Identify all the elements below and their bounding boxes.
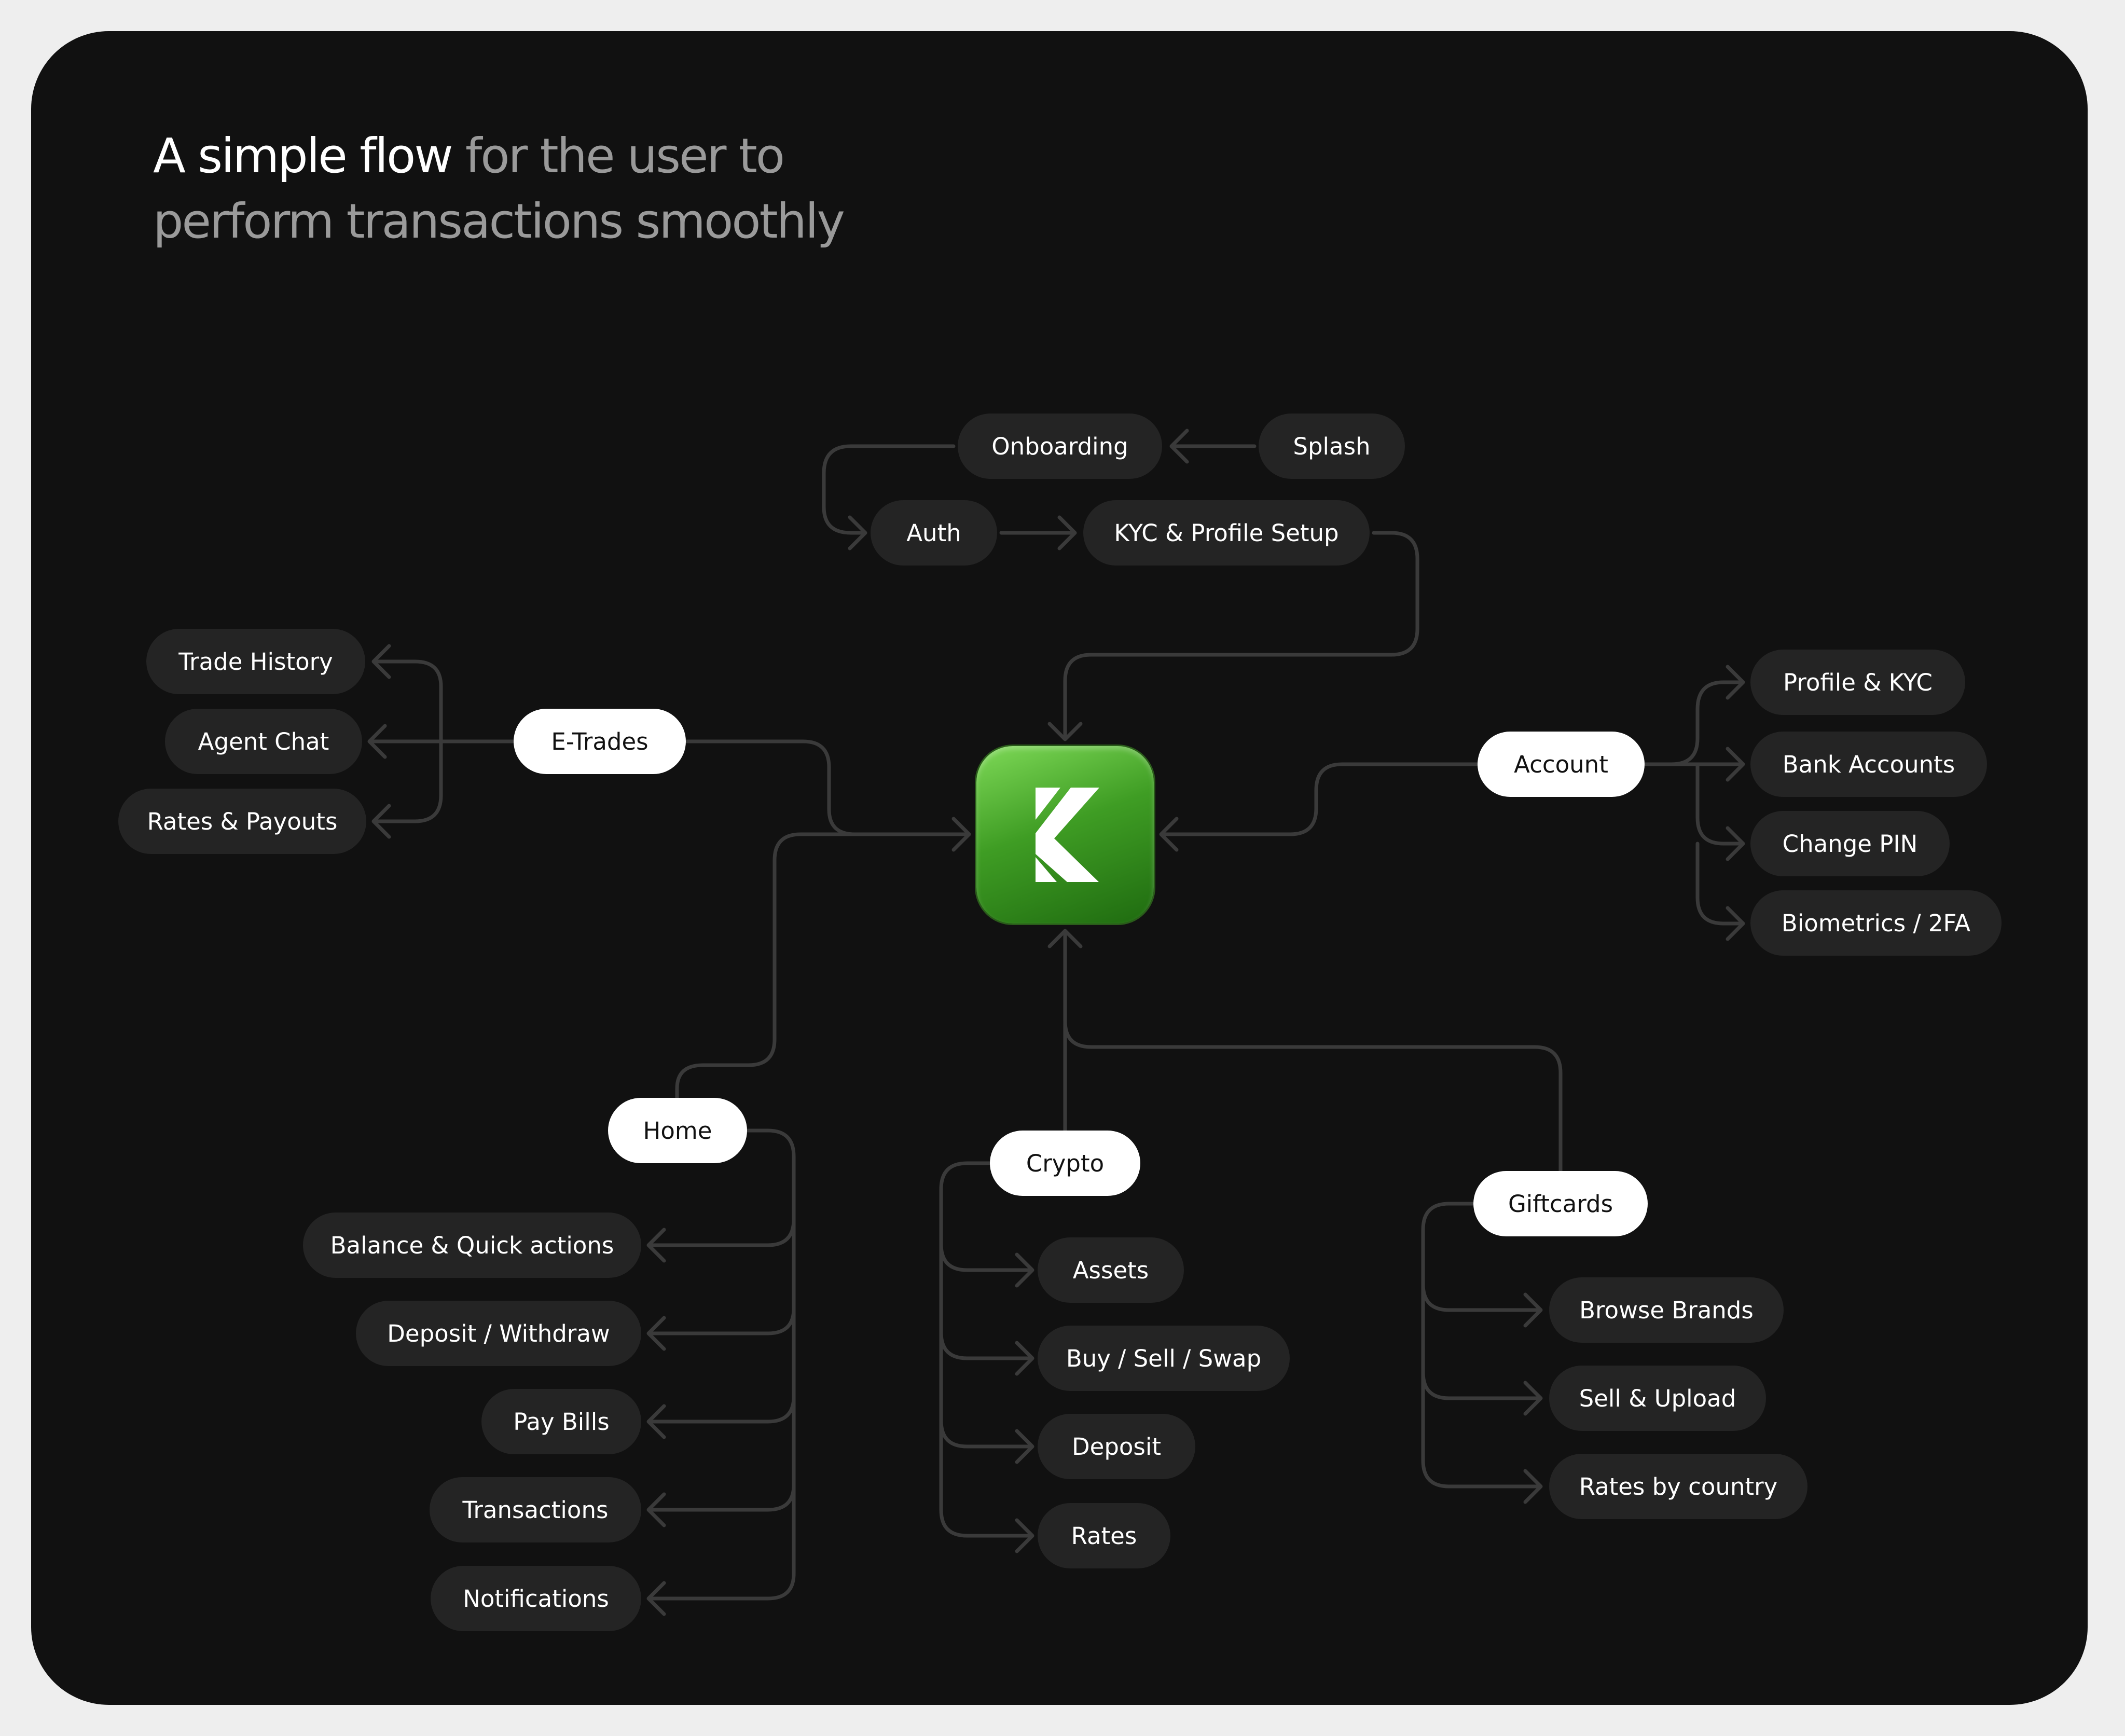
- node-transactions[interactable]: Transactions: [430, 1477, 641, 1542]
- node-browse-brands[interactable]: Browse Brands: [1549, 1277, 1784, 1343]
- logo-k-mark: [1036, 788, 1099, 882]
- node-crypto-deposit[interactable]: Deposit: [1038, 1414, 1195, 1479]
- node-biometrics-2fa[interactable]: Biometrics / 2FA: [1750, 890, 2002, 956]
- node-rates-by-country[interactable]: Rates by country: [1549, 1454, 1807, 1519]
- node-notifications[interactable]: Notifications: [431, 1566, 641, 1631]
- node-crypto[interactable]: Crypto: [990, 1131, 1140, 1196]
- node-deposit-withdraw[interactable]: Deposit / Withdraw: [356, 1301, 641, 1366]
- node-trade-history[interactable]: Trade History: [146, 629, 365, 694]
- node-balance-quick-actions[interactable]: Balance & Quick actions: [303, 1213, 641, 1278]
- title-highlight: A simple flow: [153, 128, 453, 184]
- node-assets[interactable]: Assets: [1038, 1237, 1184, 1303]
- node-onboarding[interactable]: Onboarding: [958, 414, 1162, 479]
- node-kyc-profile-setup[interactable]: KYC & Profile Setup: [1083, 500, 1370, 566]
- node-account[interactable]: Account: [1478, 732, 1645, 797]
- node-profile-kyc[interactable]: Profile & KYC: [1750, 650, 1965, 715]
- node-crypto-rates[interactable]: Rates: [1038, 1503, 1170, 1568]
- node-buy-sell-swap[interactable]: Buy / Sell / Swap: [1038, 1326, 1290, 1391]
- node-pay-bills[interactable]: Pay Bills: [481, 1389, 641, 1454]
- node-splash[interactable]: Splash: [1259, 414, 1405, 479]
- node-change-pin[interactable]: Change PIN: [1750, 811, 1950, 876]
- node-bank-accounts[interactable]: Bank Accounts: [1750, 732, 1987, 797]
- node-sell-upload[interactable]: Sell & Upload: [1549, 1366, 1766, 1431]
- node-agent-chat[interactable]: Agent Chat: [165, 709, 362, 774]
- app-logo-icon[interactable]: [976, 746, 1154, 924]
- node-rates-payouts[interactable]: Rates & Payouts: [118, 789, 366, 854]
- node-giftcards[interactable]: Giftcards: [1473, 1171, 1648, 1236]
- node-auth[interactable]: Auth: [871, 500, 997, 566]
- node-etrades[interactable]: E-Trades: [514, 709, 686, 774]
- node-home[interactable]: Home: [608, 1098, 747, 1163]
